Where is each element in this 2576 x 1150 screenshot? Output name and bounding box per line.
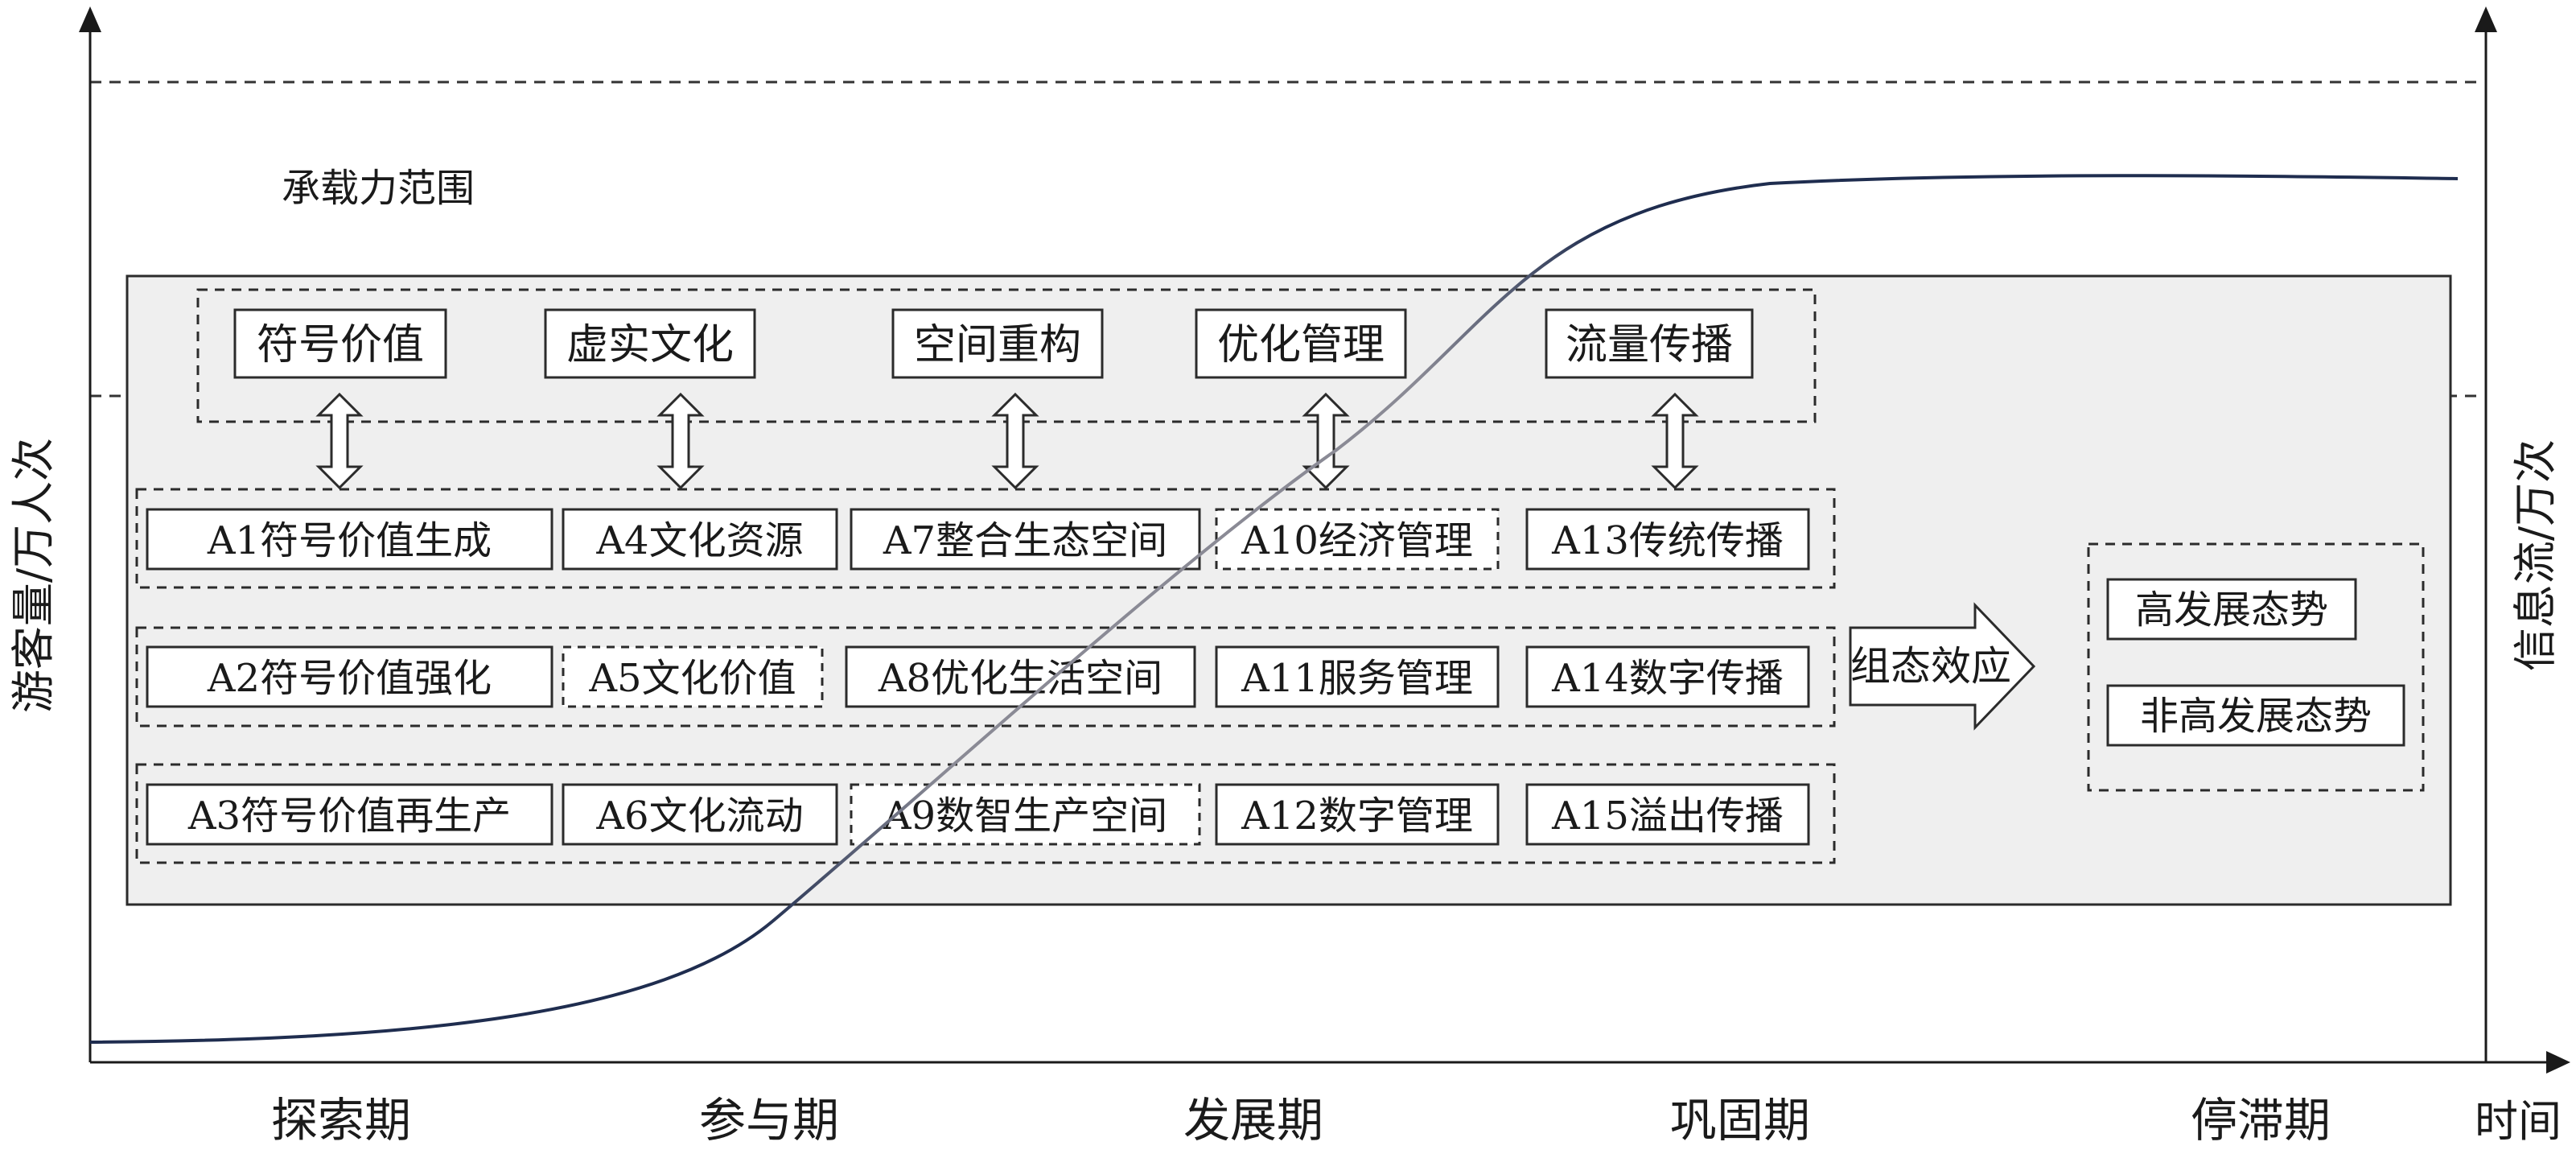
outcome-label: 非高发展态势 [2140,694,2372,739]
outcome-group [2087,542,2425,792]
y-right-label: 信息流/万次 [2510,439,2561,671]
factor-row-group [135,488,1836,589]
stage-labels: 探索期 参与期 发展期 巩固期 停滞期 [271,1093,2331,1148]
factor-box [562,508,838,571]
factor-box [146,783,553,846]
outcome-box [2106,684,2405,747]
factor-row-group [135,626,1836,728]
factor-label: A7整合生态空间 [883,518,1167,563]
factor-label: A14数字传播 [1551,656,1784,701]
factor-label: A13传统传播 [1551,518,1784,563]
x-axis-arrow-icon [2546,1051,2570,1074]
concept-label: 符号价值 [257,321,424,369]
stage-label: 发展期 [1183,1093,1323,1148]
factor-label: A9数智生产空间 [883,793,1167,839]
concept-label: 虚实文化 [566,321,734,369]
y-left-label: 游客量/万人次 [8,438,59,713]
outcome-label: 高发展态势 [2135,587,2328,633]
factor-box [850,783,1201,846]
effect-label: 组态效应 [1850,643,2011,690]
concept-box [1195,308,1407,379]
factor-label: A3符号价值再生产 [187,793,511,839]
factor-label: A15溢出传播 [1551,793,1784,839]
capacity-label: 承载力范围 [282,166,475,211]
concept-label: 空间重构 [914,321,1081,369]
factor-label: A2符号价值强化 [207,656,492,701]
factor-box [146,645,553,708]
growth-curve [89,174,2459,1044]
factor-label: A12数字管理 [1241,793,1473,839]
y-axis-right-arrow-icon [2475,6,2497,32]
factor-box [562,783,838,846]
concept-box [233,308,447,379]
factor-row-group [135,763,1836,864]
factor-box [1525,508,1810,571]
double-arrow-icon [315,392,364,490]
concept-box [891,308,1104,379]
factor-box [845,645,1196,708]
double-arrow-icon [1651,392,1699,490]
factor-box [1215,508,1500,571]
factor-label: A6文化流动 [595,793,803,839]
outcome-box [2106,578,2357,641]
concept-label: 优化管理 [1217,321,1385,369]
factor-box [1525,645,1810,708]
y-axis-left-arrow-icon [79,6,101,32]
factor-label: A1符号价值生成 [207,518,492,563]
concept-boxes: 符号价值 虚实文化 空间重构 优化管理 流量传播 [233,308,1754,379]
factor-label: A8优化生活空间 [878,656,1162,701]
double-arrow-icon [1302,392,1350,490]
factor-box [146,508,553,571]
factor-label: A11服务管理 [1241,656,1473,701]
stage-label: 停滞期 [2191,1093,2331,1148]
factor-boxes: A1符号价值生成 A4文化资源 A7整合生态空间 A10经济管理 A13传统传播 A2符号… [146,508,1810,846]
concept-label: 流量传播 [1566,321,1733,369]
concept-box [544,308,756,379]
concept-box [1545,308,1754,379]
factor-label: A4文化资源 [595,518,803,563]
x-axis-label: 时间 [2475,1096,2562,1147]
stage-label: 探索期 [271,1093,411,1148]
factor-box [1215,645,1500,708]
stage-label: 参与期 [699,1093,839,1148]
double-arrow-icon [656,392,705,490]
factor-box [850,508,1201,571]
factor-box [562,645,824,708]
double-arrows [315,392,1699,490]
factor-box [1215,783,1500,846]
factor-label: A5文化价值 [588,656,796,701]
effect-arrow-icon [1849,602,2036,731]
factor-box [1525,783,1810,846]
factor-label: A10经济管理 [1241,518,1473,563]
double-arrow-icon [991,392,1039,490]
stage-label: 巩固期 [1670,1093,1810,1148]
